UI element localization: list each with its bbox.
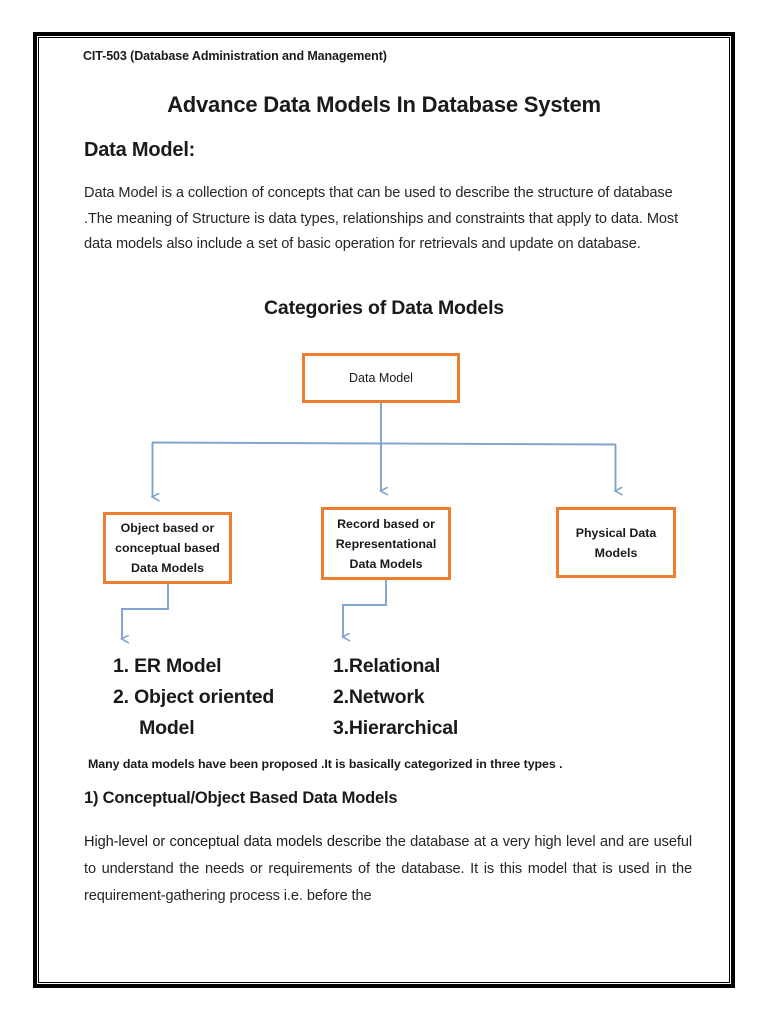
heading-categories-of-data-models: Categories of Data Models <box>264 297 504 319</box>
diagram-node-label: Data Model <box>349 371 413 385</box>
diagram-node-record-based[interactable]: Record based or Representational Data Mo… <box>321 507 451 580</box>
connector-record-to-right-list <box>343 580 387 637</box>
connector-object-to-left-list <box>122 584 169 639</box>
diagram-node-label-line: Object based or <box>120 521 215 535</box>
diagram-list-record-based-models: 1.Relational 2.Network 3.Hierarchical <box>333 655 459 739</box>
heading-conceptual-object-based: 1) Conceptual/Object Based Data Models <box>84 789 398 807</box>
diagram-node-label-line: Data Models <box>349 556 423 571</box>
data-model-categories-diagram: Data Model Object based or conceptual ba… <box>40 39 728 759</box>
paragraph-conceptual: High-level or conceptual data models des… <box>84 829 692 910</box>
diagram-node-label-line: Models <box>594 545 638 560</box>
diagram-connectors <box>40 403 728 759</box>
page-title: Advance Data Models In Database System <box>167 92 601 117</box>
heading-data-model: Data Model: <box>84 139 196 161</box>
page-border-inner <box>38 37 730 983</box>
paragraph-conceptual-rest: the database at a very high level and ar… <box>84 834 692 904</box>
note-many-data-models: Many data models have been proposed .It … <box>88 757 563 771</box>
paragraph-data-model: Data Model is a collection of concepts t… <box>84 185 679 252</box>
diagram-node-physical-data[interactable]: Physical Data Models <box>556 507 676 578</box>
connector-horizontal-bus <box>151 441 617 446</box>
page-content: CIT-503 (Database Administration and Man… <box>40 39 728 981</box>
course-code-header: CIT-503 (Database Administration and Man… <box>83 49 387 63</box>
page-border-outer <box>33 32 735 988</box>
paragraph-conceptual-lead: High-level or conceptual data models des… <box>84 834 382 850</box>
diagram-node-label-line: conceptual based <box>115 541 220 555</box>
diagram-node-label-line: Data Models <box>131 561 204 575</box>
diagram-node-data-model[interactable]: Data Model <box>302 353 460 403</box>
diagram-node-label-line: Record based or <box>337 516 435 531</box>
diagram-node-object-based[interactable]: Object based or conceptual based Data Mo… <box>103 512 232 584</box>
diagram-list-object-based-models: 1. ER Model 2. Object oriented Model <box>113 655 275 739</box>
diagram-node-label-line: Physical Data <box>575 525 657 540</box>
diagram-node-label-line: Representational <box>335 536 437 551</box>
